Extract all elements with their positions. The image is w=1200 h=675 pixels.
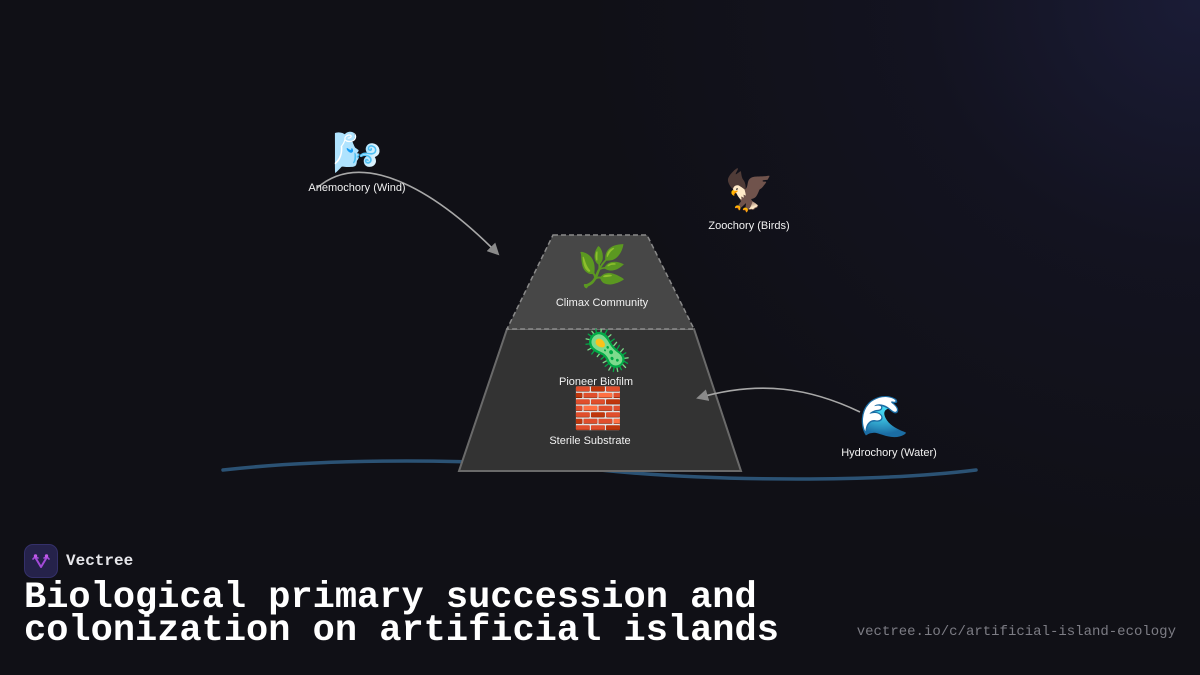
node-pioneer-biofilm[interactable]: 🦠 Pioneer Biofilm xyxy=(559,328,633,388)
node-label: Hydrochory (Water) xyxy=(841,447,937,459)
title-line-2: colonization on artificial islands xyxy=(24,610,779,652)
wind-dispersal-arrow xyxy=(316,171,500,256)
node-label: Sterile Substrate xyxy=(549,435,631,447)
source-url[interactable]: vectree.io/c/artificial-island-ecology xyxy=(856,624,1176,640)
microbe-icon: 🦠 xyxy=(582,329,632,373)
node-sterile-substrate[interactable]: 🧱 Sterile Substrate xyxy=(549,386,630,447)
node-climax-community[interactable]: 🌿 Climax Community xyxy=(556,244,648,309)
vectree-logo-icon xyxy=(24,544,58,578)
wind-face-icon: 🌬️ xyxy=(332,131,382,175)
brand: Vectree xyxy=(24,544,133,578)
node-anemochory-wind[interactable]: 🌬️ Anemochory (Wind) xyxy=(308,130,405,194)
water-dispersal-arrow xyxy=(696,387,861,413)
page-title: Biological primary succession and coloni… xyxy=(24,580,844,650)
brand-name: Vectree xyxy=(66,552,134,570)
node-label: Pioneer Biofilm xyxy=(559,376,633,388)
node-label: Zoochory (Birds) xyxy=(708,220,790,232)
eagle-icon: 🦅 xyxy=(724,169,774,213)
water-wave-icon: 🌊 xyxy=(859,395,909,439)
brick-icon: 🧱 xyxy=(573,387,623,431)
node-hydrochory-water[interactable]: 🌊 Hydrochory (Water) xyxy=(831,394,937,459)
island-climax-layer xyxy=(505,234,696,330)
title-line-1: Biological primary succession and xyxy=(24,577,757,619)
herb-icon: 🌿 xyxy=(577,245,627,289)
node-label: Climax Community xyxy=(555,297,649,309)
node-zoochory-birds[interactable]: 🦅 Zoochory (Birds) xyxy=(708,168,789,232)
node-label: Anemochory (Wind) xyxy=(308,182,406,194)
